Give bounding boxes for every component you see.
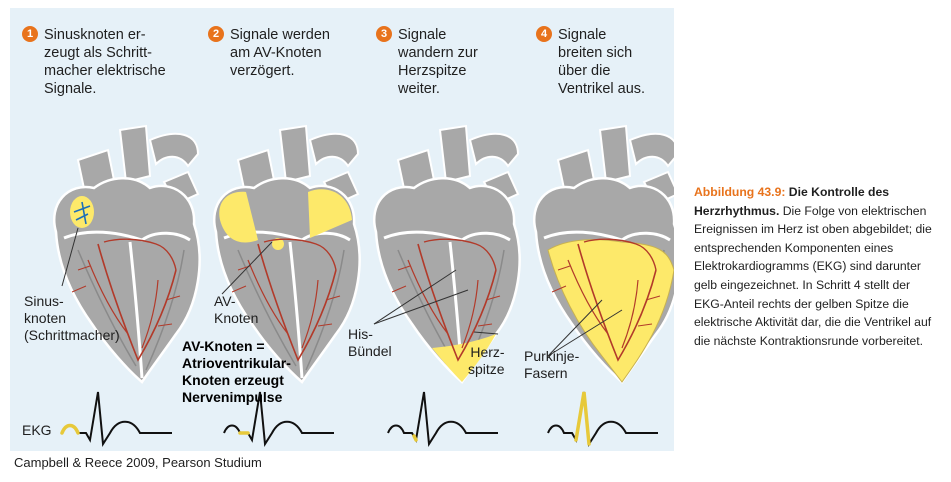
ekg-traces [61, 391, 658, 447]
caption-body: Die Folge von elektrischen Ereignissen i… [694, 203, 932, 348]
ekg-trace-2 [223, 391, 334, 447]
label-sinusknoten: Sinus- knoten (Schrittmacher) [24, 293, 120, 343]
av-knoten-note: AV-Knoten = Atrioventrikular- Knoten erz… [182, 338, 291, 405]
label-his-buendel: His- Bündel [348, 326, 392, 359]
step-number-1: 1 [22, 26, 38, 42]
label-av-knoten: AV- Knoten [214, 293, 259, 326]
ekg-highlight-3 [412, 434, 418, 442]
heart-diagrams [52, 124, 674, 447]
heart-4 [532, 124, 674, 384]
ekg-highlight-1 [60, 423, 80, 435]
step-text-3: Signale wandern zur Herzspitze weiter. [398, 27, 478, 97]
heart-2 [212, 124, 362, 384]
step-number-4: 4 [536, 26, 552, 42]
heart-1 [52, 124, 202, 384]
step-number-2: 2 [208, 26, 224, 42]
ekg-trace-4 [547, 391, 658, 447]
heart-3 [372, 124, 522, 384]
ekg-trace-1 [61, 391, 172, 447]
source-credit: Campbell & Reece 2009, Pearson Studium [14, 455, 262, 470]
illustration-panel: 1 Sinusknoten er- zeugt als Schritt- mac… [10, 8, 674, 451]
leader-lines [61, 227, 623, 357]
label-ekg: EKG [22, 422, 52, 438]
step-text-1: Sinusknoten er- zeugt als Schritt- mache… [44, 27, 166, 97]
figure-caption: Abbildung 43.9: Die Kontrolle des Herzrh… [694, 183, 942, 350]
ekg-trace-3 [387, 391, 498, 447]
caption-number: Abbildung 43.9: [694, 185, 786, 199]
step-number-3: 3 [376, 26, 392, 42]
step-text-2: Signale werden am AV-Knoten verzögert. [230, 27, 330, 79]
ekg-highlight-4 [574, 391, 591, 446]
label-herzspitze: Herz- spitze [468, 344, 505, 377]
ekg-highlights [60, 391, 591, 446]
step-text-4: Signale breiten sich über die Ventrikel … [558, 27, 646, 97]
caption-title: Die Kontrolle des Herzrhythmus. [694, 185, 890, 218]
label-purkinje-fasern: Purkinje- Fasern [524, 348, 580, 381]
